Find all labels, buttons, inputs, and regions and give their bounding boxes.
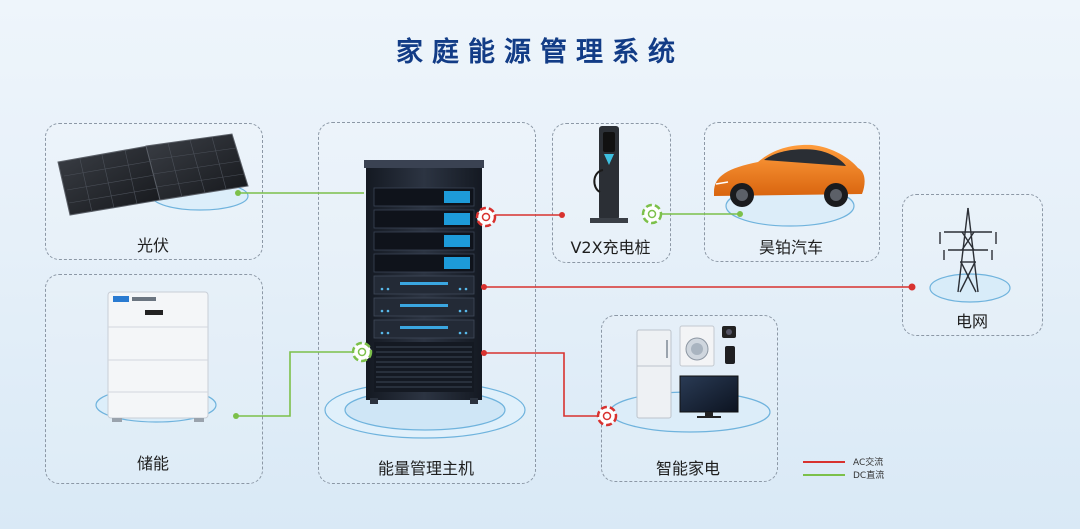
ac-connector-badge xyxy=(475,206,497,228)
legend-dc: DC直流 xyxy=(803,468,884,481)
ac-line-swatch xyxy=(803,460,845,463)
grid-box xyxy=(902,194,1043,336)
server-rack-icon xyxy=(364,160,484,404)
dc-connector-badge xyxy=(641,203,663,225)
platform-ellipses xyxy=(95,181,1011,439)
dc-lines xyxy=(236,192,740,417)
refrigerator-icon xyxy=(636,329,672,419)
washing-machine-icon xyxy=(679,325,715,367)
ac-connector-badge xyxy=(596,405,618,427)
grid-label: 电网 xyxy=(955,312,988,331)
host-label: 能量管理主机 xyxy=(377,459,474,478)
ac-lines xyxy=(484,214,912,417)
appliances-label: 智能家电 xyxy=(655,459,720,478)
storage-label: 储能 xyxy=(136,454,169,473)
dc-line-swatch xyxy=(803,473,845,476)
line-endpoints xyxy=(233,190,916,419)
v2x-label: V2X充电桩 xyxy=(570,238,651,257)
legend-ac: AC交流 xyxy=(803,455,884,468)
car-icon xyxy=(714,144,865,207)
car-label: 昊铂汽车 xyxy=(758,238,823,257)
power-tower-icon xyxy=(939,207,997,293)
legend-dc-label: DC直流 xyxy=(853,471,885,481)
ev-charger-icon xyxy=(590,126,628,223)
page-title: 家庭能源管理系统 xyxy=(396,37,684,68)
dc-connector-badge xyxy=(351,341,373,363)
camera-icon xyxy=(722,326,736,364)
pv-label: 光伏 xyxy=(136,236,169,255)
legend-ac-label: AC交流 xyxy=(853,458,884,468)
battery-storage-icon xyxy=(107,291,209,422)
legend: AC交流 DC直流 xyxy=(803,455,884,481)
solar-panel-icon xyxy=(57,133,249,216)
television-icon xyxy=(679,375,739,418)
